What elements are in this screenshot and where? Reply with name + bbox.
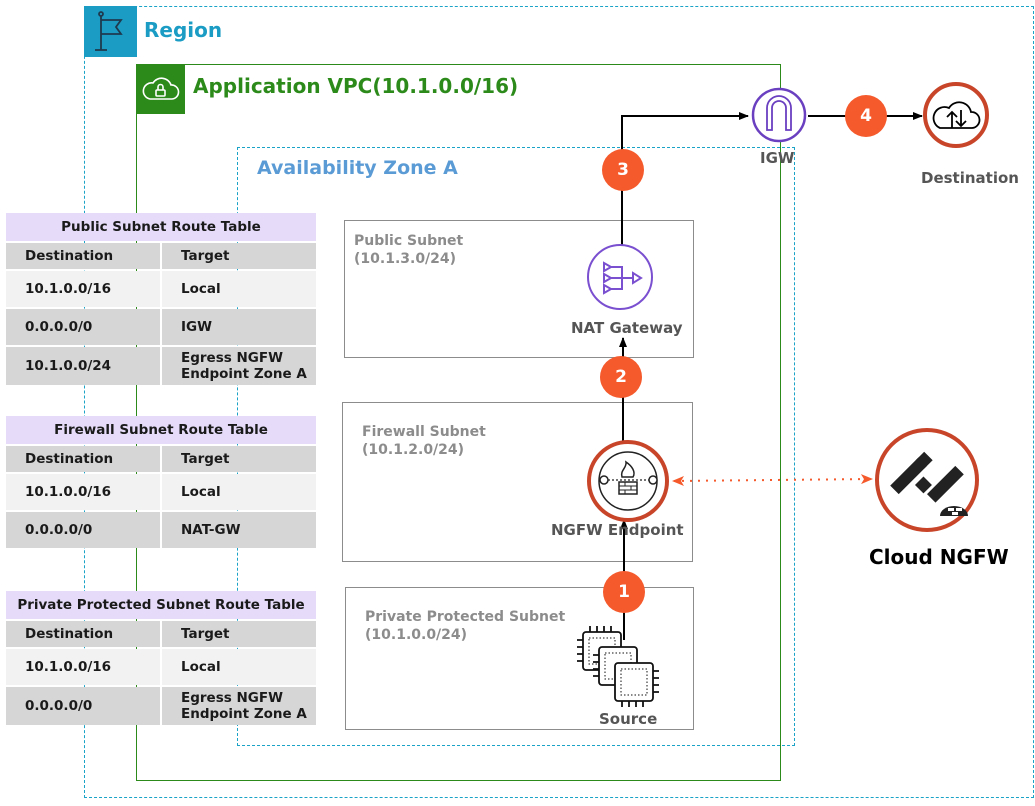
table-row: 0.0.0.0/0 NAT-GW <box>6 512 316 548</box>
table-row: 10.1.0.0/16 Local <box>6 649 316 685</box>
palo-alto-logo-icon <box>875 428 979 532</box>
cloud-ngfw-label: Cloud NGFW <box>869 545 1009 569</box>
cell-destination: 10.1.0.0/24 <box>6 347 160 385</box>
table-row: 0.0.0.0/0 IGW <box>6 309 316 345</box>
table-row: 10.1.0.0/16 Local <box>6 271 316 307</box>
ngfw-link-arrowhead-left <box>672 476 684 486</box>
firewall-subnet-label: Firewall Subnet (10.1.2.0/24) <box>362 423 486 459</box>
chip-instances-icon <box>577 626 659 707</box>
cell-destination: 10.1.0.0/16 <box>6 649 160 685</box>
step-badge-3: 3 <box>602 149 644 191</box>
public-subnet-name: Public Subnet <box>354 233 464 249</box>
firewall-subnet-cidr: (10.1.2.0/24) <box>362 442 465 458</box>
private-route-table: Private Protected Subnet Route Table Des… <box>6 591 316 725</box>
route-table-header: Destination Target <box>6 621 316 647</box>
nat-gateway-icon <box>587 244 653 310</box>
availability-zone-title: Availability Zone A <box>257 157 458 179</box>
destination-label: Destination <box>921 169 1019 187</box>
igw-label: IGW <box>760 149 795 167</box>
cell-destination: 0.0.0.0/0 <box>6 309 160 345</box>
private-subnet-cidr: (10.1.0.0/24) <box>365 627 468 643</box>
cell-target: Local <box>162 649 316 685</box>
source-label: Source <box>599 710 658 728</box>
cloud-upload-download-icon <box>923 82 989 148</box>
public-subnet-cidr: (10.1.3.0/24) <box>354 251 457 267</box>
flag-icon <box>84 6 137 57</box>
cell-target: NAT-GW <box>162 512 316 548</box>
header-destination: Destination <box>6 621 160 647</box>
cell-target: Egress NGFW Endpoint Zone A <box>162 687 316 725</box>
route-table-title: Public Subnet Route Table <box>6 213 316 241</box>
firewall-endpoint-icon <box>587 440 669 522</box>
firewall-route-table: Firewall Subnet Route Table Destination … <box>6 416 316 548</box>
table-row: 10.1.0.0/24 Egress NGFW Endpoint Zone A <box>6 347 316 385</box>
header-target: Target <box>162 621 316 647</box>
table-row: 0.0.0.0/0 Egress NGFW Endpoint Zone A <box>6 687 316 725</box>
cell-destination: 0.0.0.0/0 <box>6 687 160 725</box>
internet-gateway-icon <box>751 87 807 143</box>
step-badge-4: 4 <box>845 95 887 137</box>
vpc-title: Application VPC(10.1.0.0/16) <box>193 74 519 98</box>
header-target: Target <box>162 243 316 269</box>
cell-destination: 0.0.0.0/0 <box>6 512 160 548</box>
private-subnet-label: Private Protected Subnet (10.1.0.0/24) <box>365 608 565 644</box>
flow-line-nat-to-igw <box>621 112 749 245</box>
region-title: Region <box>144 18 223 42</box>
cloud-lock-icon <box>136 64 185 114</box>
table-row: 10.1.0.0/16 Local <box>6 474 316 510</box>
cell-target: Egress NGFW Endpoint Zone A <box>162 347 316 385</box>
cell-target: Local <box>162 474 316 510</box>
step-badge-2: 2 <box>600 356 642 398</box>
step-badge-1: 1 <box>603 571 645 613</box>
header-target: Target <box>162 446 316 472</box>
region-boundary <box>84 6 1034 798</box>
ngfw-endpoint-label: NGFW Endpoint <box>551 521 684 539</box>
cell-target: IGW <box>162 309 316 345</box>
route-table-title: Private Protected Subnet Route Table <box>6 591 316 619</box>
cell-destination: 10.1.0.0/16 <box>6 271 160 307</box>
private-subnet-name: Private Protected Subnet <box>365 609 566 625</box>
firewall-subnet-name: Firewall Subnet <box>362 424 486 440</box>
route-table-title: Firewall Subnet Route Table <box>6 416 316 444</box>
public-subnet <box>344 220 694 358</box>
header-destination: Destination <box>6 243 160 269</box>
public-route-table: Public Subnet Route Table Destination Ta… <box>6 213 316 385</box>
nat-gateway-label: NAT Gateway <box>571 319 683 337</box>
route-table-header: Destination Target <box>6 446 316 472</box>
ngfw-link-dotted <box>673 474 873 485</box>
cell-destination: 10.1.0.0/16 <box>6 474 160 510</box>
cell-target: Local <box>162 271 316 307</box>
public-subnet-label: Public Subnet (10.1.3.0/24) <box>354 232 463 268</box>
route-table-header: Destination Target <box>6 243 316 269</box>
header-destination: Destination <box>6 446 160 472</box>
